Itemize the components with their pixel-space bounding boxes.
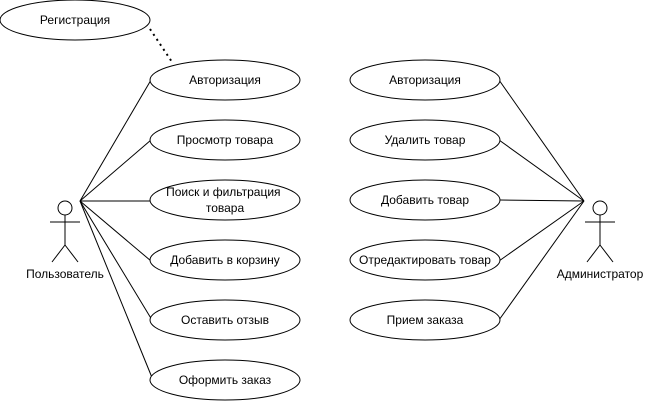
usecase-label: Регистрация [40, 13, 110, 27]
assoc-admin-add [499, 199, 585, 202]
usecase-leave-review[interactable]: Оставить отзыв [149, 299, 301, 341]
usecase-search-filter[interactable]: Поиск и фильтрация товара [149, 179, 301, 221]
user-associations [79, 79, 154, 381]
actor-label: Пользователь [26, 267, 104, 281]
usecase-accept-order[interactable]: Прием заказа [349, 299, 501, 341]
usecase-label: Оформить заказ [179, 373, 272, 387]
assoc-user-view [79, 139, 152, 202]
assoc-user-review [79, 200, 153, 321]
usecase-registration[interactable]: Регистрация [0, 0, 151, 41]
usecase-delete-product[interactable]: Удалить товар [349, 119, 501, 161]
usecase-place-order[interactable]: Оформить заказ [149, 359, 301, 401]
usecase-admin-auth[interactable]: Авторизация [349, 59, 501, 101]
usecase-label: Просмотр товара [177, 133, 274, 147]
usecase-label: Поиск и фильтрация товара [166, 185, 284, 215]
usecase-user-auth[interactable]: Авторизация [149, 59, 301, 101]
usecase-label: Прием заказа [387, 313, 464, 327]
assoc-admin-delete [498, 139, 585, 202]
actor-label: Администратор [557, 267, 644, 281]
usecase-label: Авторизация [389, 73, 461, 87]
usecase-label: Авторизация [189, 73, 261, 87]
actor-admin[interactable]: Администратор [557, 200, 644, 281]
assoc-user-auth [79, 79, 152, 202]
actor-user[interactable]: Пользователь [26, 200, 104, 281]
assoc-admin-accept [498, 200, 585, 321]
actor-figure-icon [50, 200, 80, 263]
assoc-admin-edit [498, 200, 585, 262]
actor-figure-icon [585, 200, 615, 263]
usecase-add-to-cart[interactable]: Добавить в корзину [149, 239, 301, 281]
usecase-label: Удалить товар [385, 133, 466, 147]
assoc-user-cart [79, 200, 152, 262]
usecase-view-product[interactable]: Просмотр товара [149, 119, 301, 161]
usecase-edit-product[interactable]: Отредактировать товар [349, 239, 501, 281]
assoc-user-order [79, 200, 154, 381]
usecase-label: Добавить в корзину [170, 253, 280, 267]
admin-associations [498, 79, 585, 321]
extend-relation [149, 28, 173, 63]
usecase-label: Добавить товар [381, 193, 469, 207]
usecase-label: Оставить отзыв [181, 313, 269, 327]
usecase-label: Отредактировать товар [359, 253, 491, 267]
assoc-admin-auth [498, 79, 585, 202]
usecase-add-product[interactable]: Добавить товар [349, 179, 501, 221]
